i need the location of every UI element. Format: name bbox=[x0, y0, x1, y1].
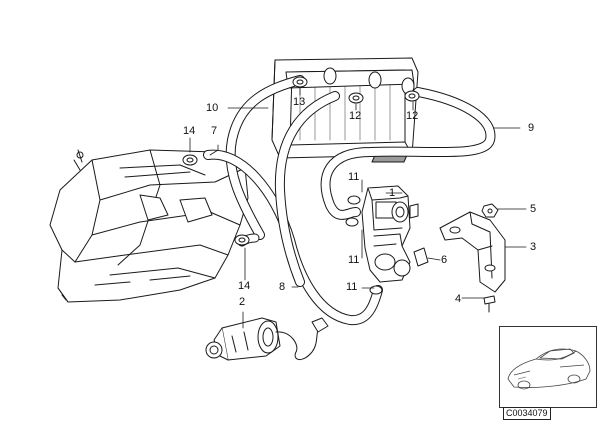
callout-14-upper: 14 bbox=[183, 125, 196, 137]
hose-8 bbox=[275, 92, 339, 286]
heater-control-valve bbox=[361, 185, 419, 283]
hose-10 bbox=[226, 76, 304, 239]
callout-11-upper: 11 bbox=[348, 171, 360, 183]
callout-6: 6 bbox=[441, 254, 448, 266]
hose-clamps bbox=[182, 76, 420, 295]
callout-7: 7 bbox=[211, 125, 218, 137]
heater-radiator bbox=[271, 57, 419, 163]
callout-5: 5 bbox=[530, 203, 537, 215]
callout-10: 10 bbox=[206, 102, 219, 114]
callout-11-lower: 11 bbox=[346, 281, 358, 293]
callout-14-lower: 14 bbox=[238, 280, 251, 292]
callout-3: 3 bbox=[530, 241, 537, 253]
mounting-bracket bbox=[439, 211, 506, 293]
engine-block bbox=[49, 149, 249, 303]
electric-water-pump bbox=[205, 317, 329, 361]
callout-12-right: 12 bbox=[406, 110, 419, 122]
callout-1: 1 bbox=[389, 187, 396, 199]
callout-11-middle: 11 bbox=[348, 254, 360, 266]
vehicle-thumbnail bbox=[499, 326, 597, 408]
callout-9: 9 bbox=[528, 122, 535, 134]
callout-12-left: 12 bbox=[349, 110, 362, 122]
screw-4 bbox=[483, 295, 496, 313]
callout-4: 4 bbox=[455, 293, 462, 305]
nut-5 bbox=[481, 203, 499, 218]
hose-9 bbox=[321, 88, 495, 219]
clip-6 bbox=[413, 247, 429, 267]
reference-code: C0034079 bbox=[503, 407, 551, 420]
car-icon bbox=[507, 348, 591, 390]
callout-13: 13 bbox=[293, 96, 306, 108]
leader-lines bbox=[189, 87, 527, 329]
callout-8: 8 bbox=[279, 281, 286, 293]
callout-2: 2 bbox=[239, 296, 246, 308]
